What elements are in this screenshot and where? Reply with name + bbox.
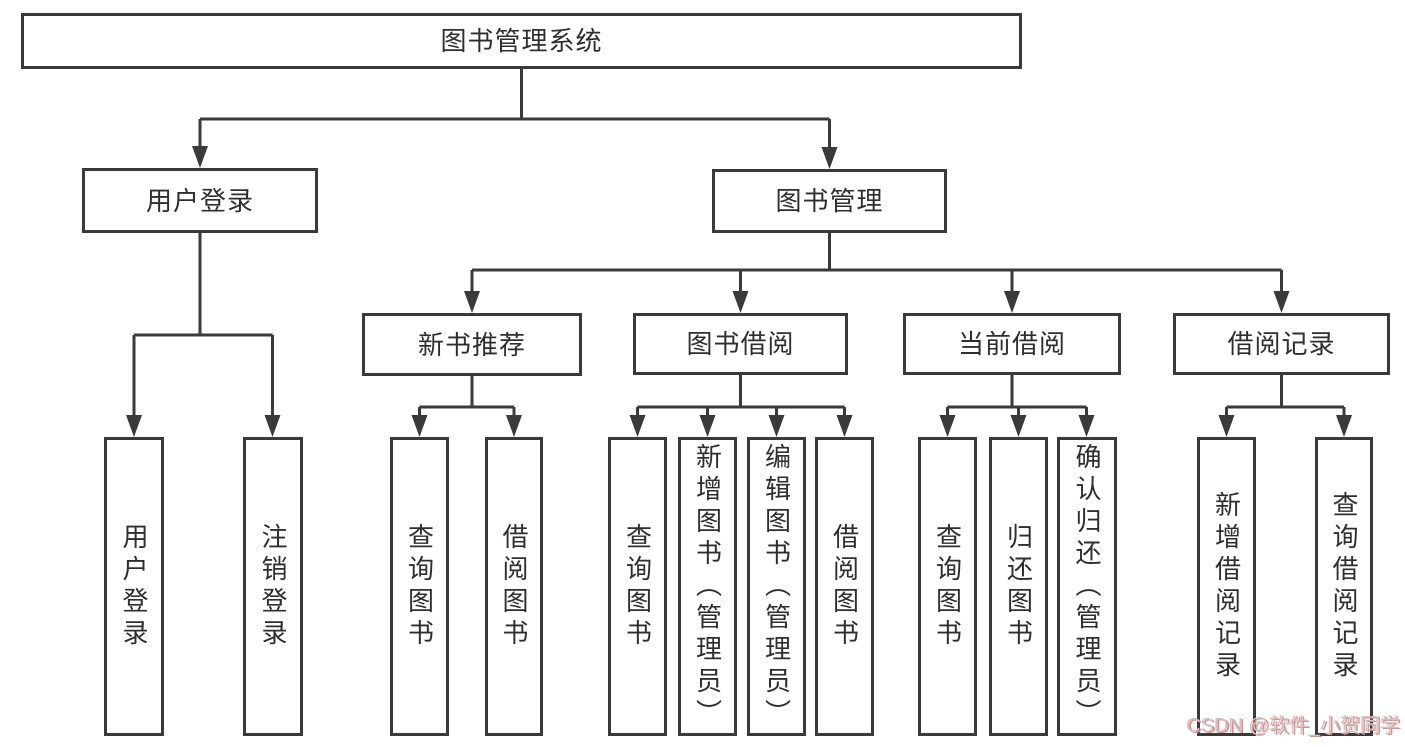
node-user-login-action: 用户登录 [104, 437, 164, 736]
connector-new-book [418, 376, 516, 419]
node-label: 归还图书 [1003, 522, 1034, 651]
node-label: 编辑图书（管理员） [761, 442, 792, 731]
node-label: 借阅图书 [499, 522, 529, 651]
arrowhead [1078, 415, 1095, 437]
node-query-books: 查询图书 [390, 437, 449, 736]
node-label: 用户登录 [119, 522, 149, 651]
connector-book-management [470, 233, 1283, 295]
watermark-text: CSDN @软件_小贺同学 [1186, 715, 1400, 737]
arrowhead [821, 147, 838, 169]
arrowhead [629, 415, 646, 437]
connector-book-borrowing [636, 375, 846, 419]
arrowhead [836, 415, 853, 437]
node-library-management-system: 图书管理系统 [21, 13, 1022, 69]
node-book-management: 图书管理 [712, 169, 947, 233]
arrowhead [732, 291, 749, 313]
node-borrow-books: 借阅图书 [485, 437, 543, 736]
node-label: 查询图书 [622, 522, 653, 651]
arrowhead [1010, 415, 1027, 437]
node-borrow-books: 借阅图书 [815, 437, 874, 736]
node-label: 确认归还（管理员） [1072, 442, 1102, 731]
arrowhead [1273, 291, 1290, 313]
node-label: 图书管理 [775, 186, 884, 216]
node-add-borrow-record: 新增借阅记录 [1197, 437, 1256, 736]
node-add-books-admin: 新增图书（管理员） [678, 437, 737, 736]
node-label: 查询借阅记录 [1329, 490, 1359, 683]
node-label: 图书借阅 [686, 329, 795, 359]
node-borrowing-records: 借阅记录 [1173, 313, 1390, 375]
arrowhead [464, 291, 480, 313]
node-query-books: 查询图书 [608, 437, 667, 736]
connector-user-login [132, 233, 274, 419]
node-query-books: 查询图书 [918, 437, 977, 736]
arrowhead [126, 415, 142, 437]
node-label: 新增图书（管理员） [692, 442, 723, 731]
node-return-books: 归还图书 [989, 437, 1048, 736]
arrowhead [192, 146, 208, 168]
arrowhead [1336, 415, 1352, 437]
node-new-book-recommendation: 新书推荐 [362, 313, 582, 376]
node-label: 查询图书 [932, 522, 963, 651]
arrowhead [506, 415, 522, 437]
node-query-borrow-record: 查询借阅记录 [1315, 437, 1373, 736]
node-confirm-return-admin: 确认归还（管理员） [1057, 437, 1117, 736]
node-logout-action: 注销登录 [243, 437, 303, 736]
node-label: 用户登录 [145, 185, 254, 216]
node-label: 图书管理系统 [440, 26, 603, 56]
arrowhead [768, 415, 785, 437]
arrowhead [939, 415, 956, 437]
node-book-borrowing: 图书借阅 [633, 313, 848, 375]
node-label: 新书推荐 [417, 329, 526, 360]
arrowhead [1218, 415, 1235, 437]
node-label: 借阅图书 [829, 522, 860, 651]
node-edit-books-admin: 编辑图书（管理员） [747, 437, 806, 736]
node-label: 新增借阅记录 [1211, 490, 1242, 683]
arrowhead [699, 415, 716, 437]
node-label: 查询图书 [404, 522, 435, 651]
node-label: 当前借阅 [957, 329, 1066, 359]
arrowhead [411, 415, 428, 437]
node-user-login: 用户登录 [82, 168, 318, 233]
node-label: 借阅记录 [1227, 329, 1336, 359]
node-current-borrowing: 当前借阅 [903, 313, 1121, 375]
node-label: 注销登录 [258, 522, 288, 651]
arrowhead [264, 415, 281, 437]
connector-borrow-records [1225, 375, 1346, 419]
connector-current-borrowing [946, 375, 1088, 419]
connector-root [198, 69, 831, 151]
arrowhead [1004, 291, 1020, 313]
